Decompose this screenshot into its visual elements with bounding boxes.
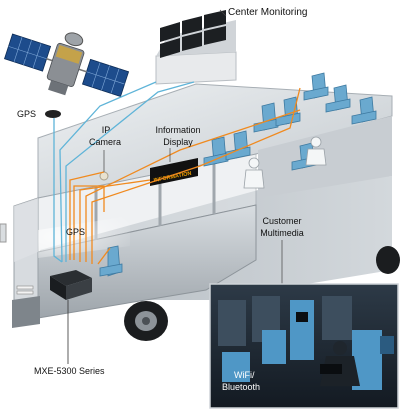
- satellite-icon: [4, 32, 130, 97]
- wifi-bluetooth-label-line2: Bluetooth: [222, 382, 261, 392]
- customer-multimedia-label-line1: Customer: [262, 216, 302, 226]
- monitor-wall-icon: [155, 10, 237, 85]
- passengers: [243, 136, 327, 189]
- bus-body: [0, 83, 393, 328]
- device-label: MXE-5300 Series: [34, 366, 105, 376]
- mxe-device: [50, 270, 92, 300]
- ip-camera-label-line2: Camera: [88, 137, 121, 147]
- center-monitoring-label: Center Monitoring: [228, 7, 308, 18]
- information-display-label-line2: Display: [163, 137, 193, 147]
- cables-orange: [69, 87, 301, 265]
- ip-camera-label-line1: IP: [101, 125, 111, 135]
- inset-photo: [209, 283, 399, 409]
- rear-wheel: [376, 246, 400, 274]
- wifi-bluetooth-label-line1: WiFi/: [234, 370, 255, 380]
- front-wheel: [124, 301, 168, 341]
- callout-lines: [103, 9, 283, 286]
- gps-satellite-label: GPS: [17, 109, 37, 119]
- information-display-label-line1: Information: [155, 125, 201, 135]
- gps-antenna-icon: [45, 110, 61, 118]
- cables-blue: [53, 81, 195, 263]
- customer-multimedia-label-line2: Multimedia: [260, 228, 304, 238]
- gps-bus-label: GPS: [66, 227, 86, 237]
